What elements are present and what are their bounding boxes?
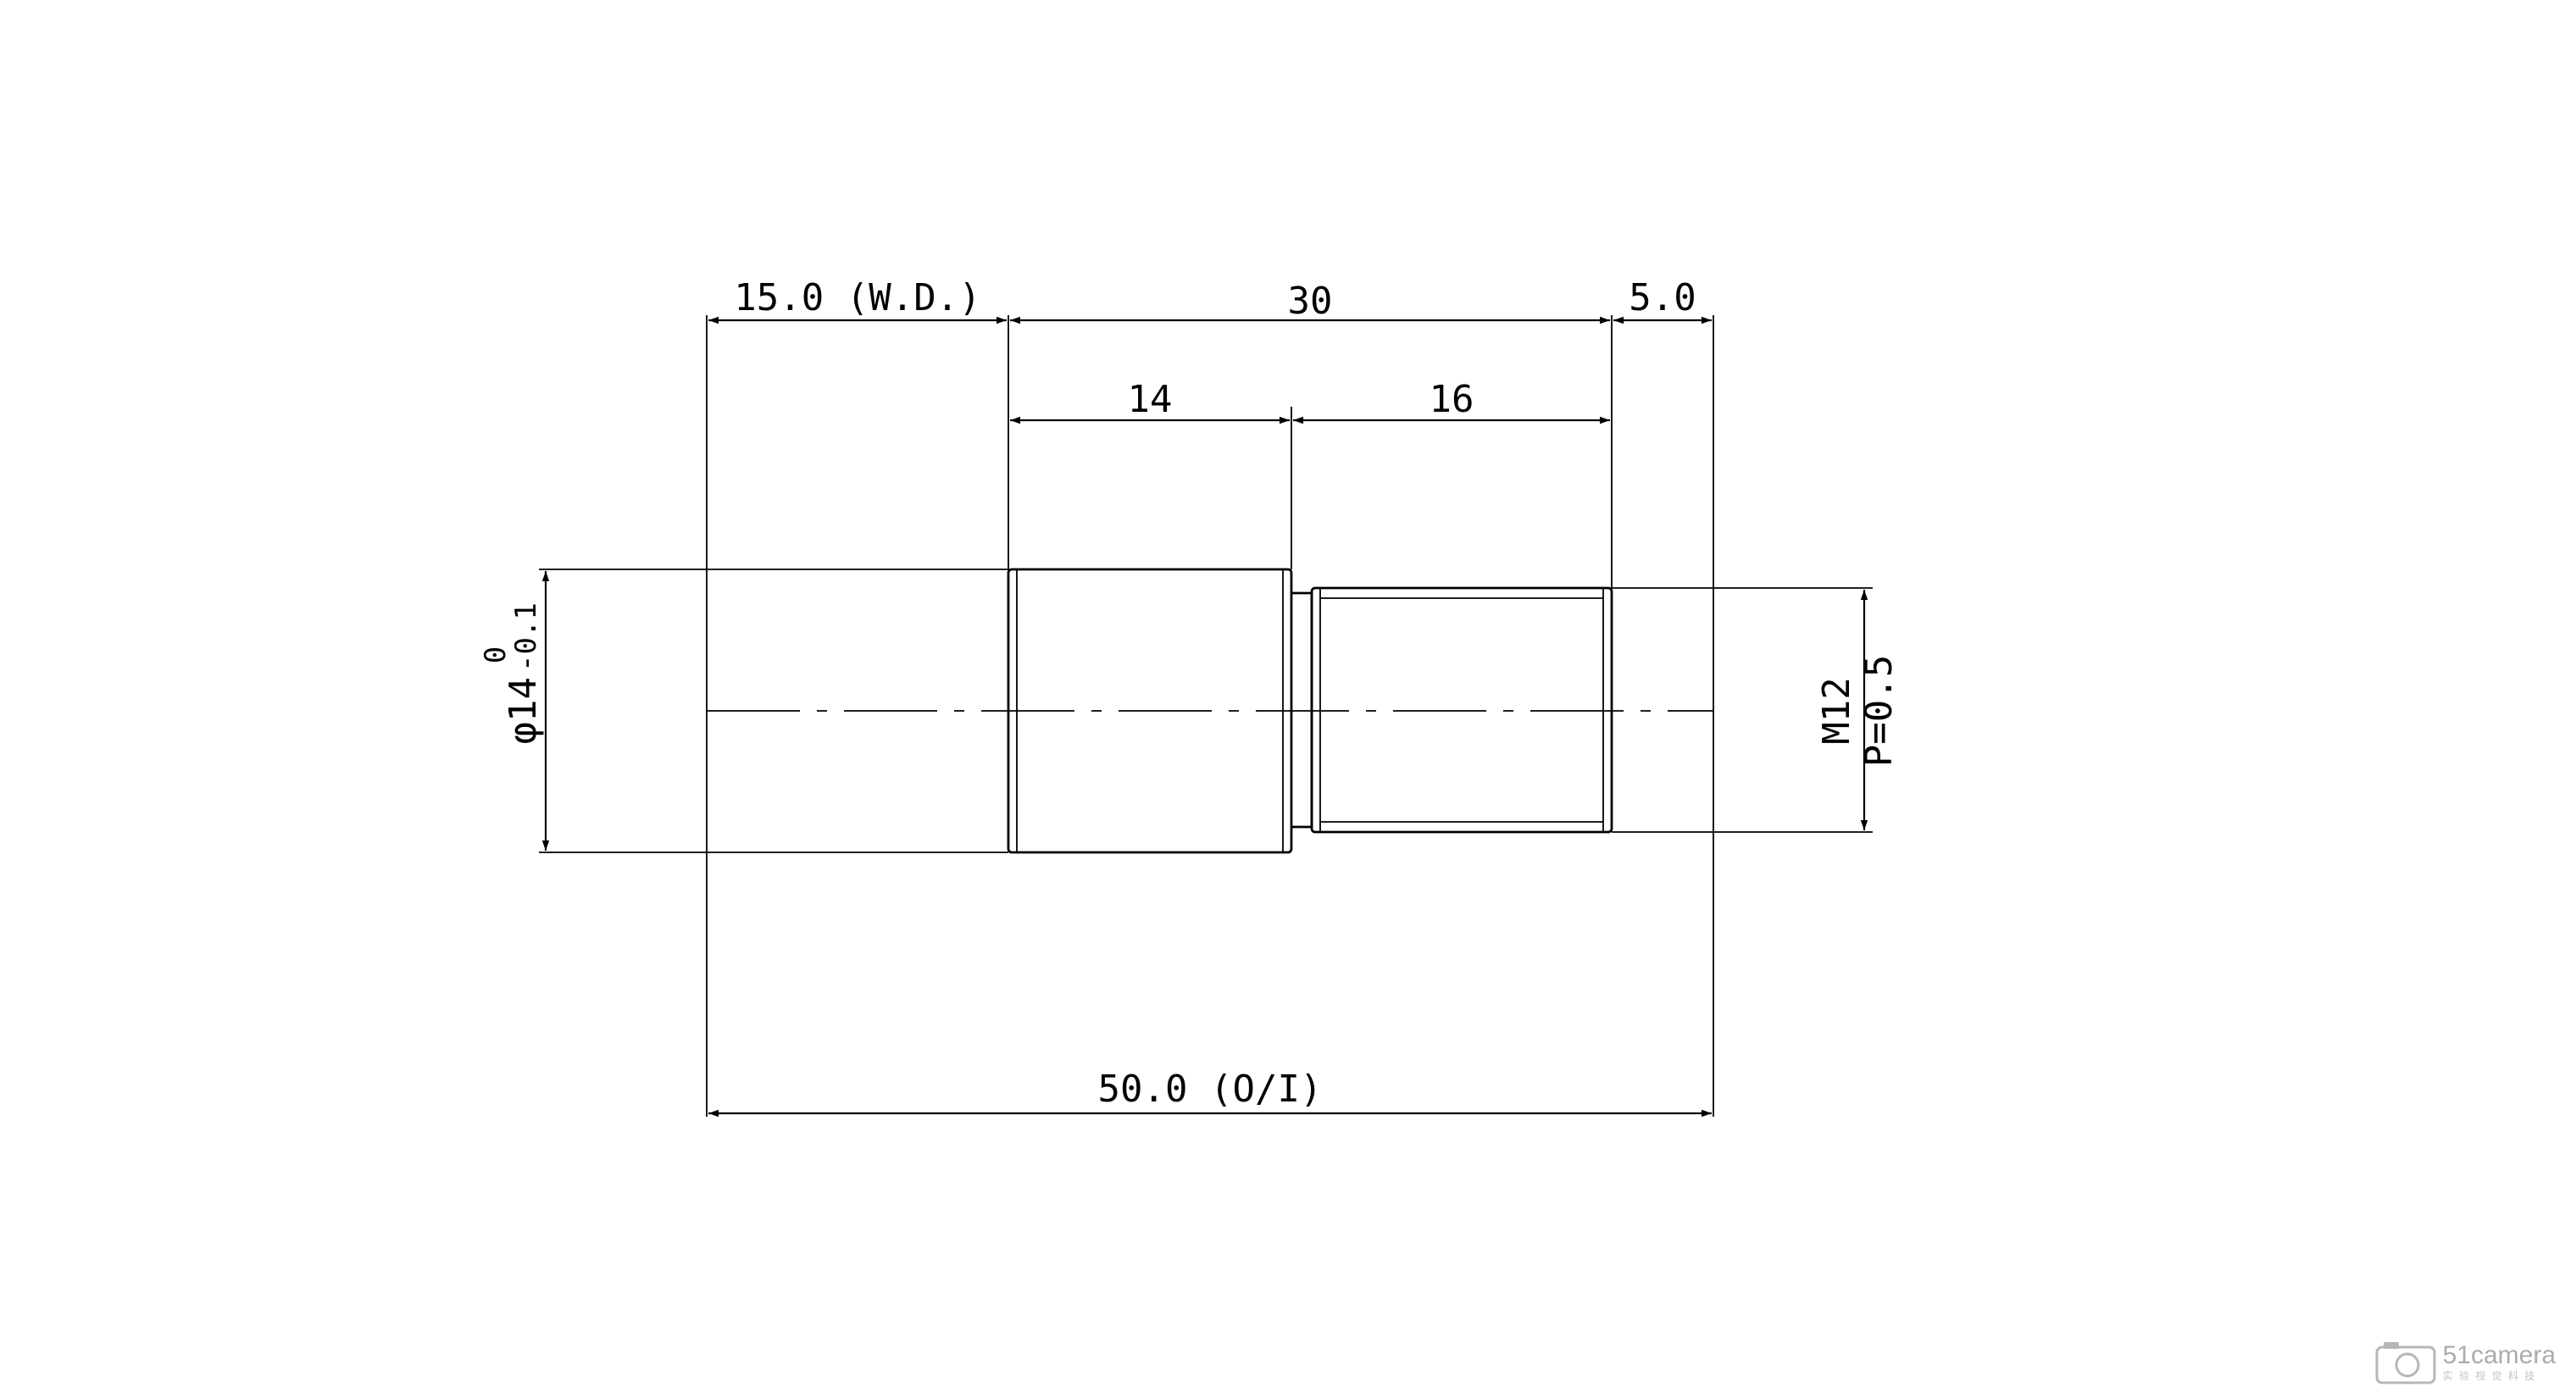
watermark-logo: 51camera 实 验 视 觉 科 技 xyxy=(2375,1340,2556,1384)
camera-icon xyxy=(2375,1342,2436,1384)
label-thread-pitch: P=0.5 xyxy=(1857,655,1901,767)
extension-lines xyxy=(539,315,1873,1117)
label-working-distance: 15.0 (W.D.) xyxy=(734,276,980,319)
watermark-sub: 实 验 视 觉 科 技 xyxy=(2442,1369,2537,1382)
dimension-lines xyxy=(541,316,1868,1118)
lens-body xyxy=(1007,568,1613,854)
label-object-to-image: 50.0 (O/I) xyxy=(1098,1068,1323,1111)
label-diameter: φ14 xyxy=(502,677,545,744)
watermark-brand: 51camera xyxy=(2442,1340,2556,1369)
label-diameter-tol-upper: 0 xyxy=(479,646,513,663)
label-barrel-length: 14 xyxy=(1128,378,1173,421)
label-back-focus: 5.0 xyxy=(1629,276,1696,319)
label-thread-length: 16 xyxy=(1430,378,1474,421)
dimension-labels: 15.0 (W.D.) 30 5.0 14 16 50.0 (O/I) φ14 … xyxy=(479,276,1901,1111)
label-body-length: 30 xyxy=(1288,280,1333,323)
label-thread-size: M12 xyxy=(1815,677,1858,744)
label-diameter-tol-lower: -0.1 xyxy=(509,602,543,672)
